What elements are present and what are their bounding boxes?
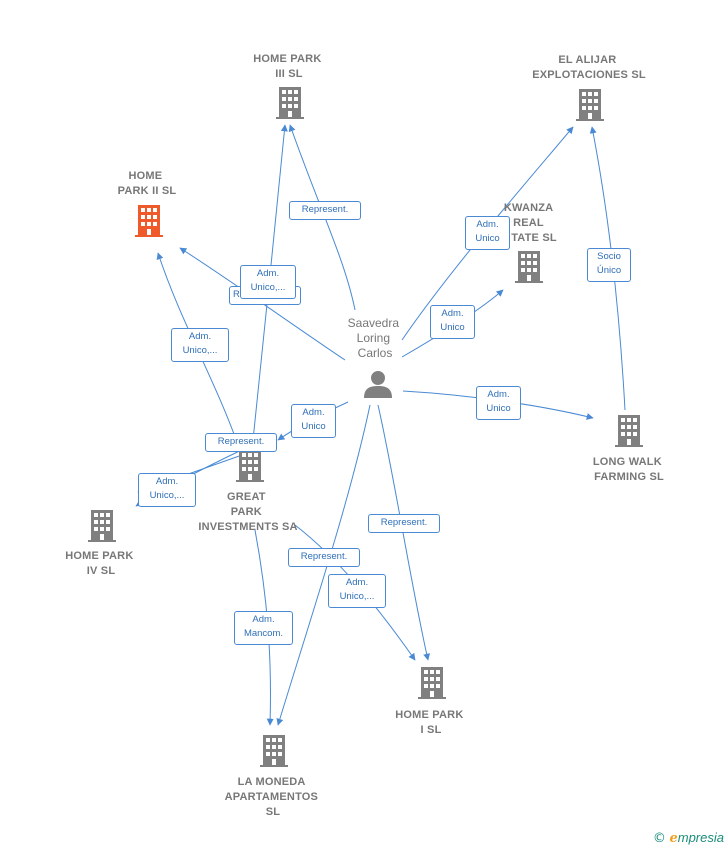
building-icon [88, 510, 116, 542]
edge-label-adm-unico: Adm. Unico [476, 386, 521, 420]
building-icon [276, 87, 304, 119]
company-label-la-moneda: LA MONEDA APARTAMENTOS SL [225, 776, 322, 818]
person-icon [364, 371, 392, 398]
company-label-great-park: GREAT PARK INVESTMENTS SA [198, 491, 297, 533]
edge-label-adm-unico: Adm. Unico,... [171, 328, 229, 362]
company-label-home-park-iii: HOME PARK III SL [253, 53, 324, 80]
building-icon [418, 667, 446, 699]
edge-label-represent: Represent. [288, 548, 360, 567]
brand-logo: © empresia [652, 830, 724, 846]
edge-label-represent: Represent. [289, 201, 361, 220]
edge-label-adm-unico: Adm. Unico [291, 404, 336, 438]
edge-label-adm-unico: Adm. Unico,... [240, 265, 296, 299]
edge-label-socio-unico: Socio Único [587, 248, 631, 282]
company-label-long-walk: LONG WALK FARMING SL [593, 456, 665, 483]
company-label-kwanza: KWANZA REAL TATE SL [504, 202, 557, 244]
building-icon [515, 251, 543, 283]
company-label-home-park-ii: HOME PARK II SL [118, 170, 177, 197]
edge-person-homepark3 [288, 124, 356, 311]
edge-label-adm-unico: Adm. Unico [430, 305, 475, 339]
building-icon [260, 735, 288, 767]
person-label: Saavedra Loring Carlos [348, 316, 403, 360]
edge-label-adm-unico: Adm. Unico [465, 216, 510, 250]
edge-label-adm-unico: Adm. Unico,... [328, 574, 386, 608]
edge-label-adm-mancom: Adm. Mancom. [234, 611, 293, 645]
building-icon [615, 415, 643, 447]
company-label-home-park-i: HOME PARK I SL [395, 709, 466, 736]
edges [135, 124, 626, 726]
company-label-el-alijar: EL ALIJAR EXPLOTACIONES SL [532, 54, 646, 81]
company-label-home-park-iv: HOME PARK IV SL [65, 550, 136, 577]
edge-label-represent: Represent. [368, 514, 440, 533]
building-highlight-icon [135, 205, 163, 237]
edge-label-adm-unico: Adm. Unico,... [138, 473, 196, 507]
building-icon [576, 89, 604, 121]
building-icon [236, 450, 264, 482]
edge-label-represent: Represent. [205, 433, 277, 452]
